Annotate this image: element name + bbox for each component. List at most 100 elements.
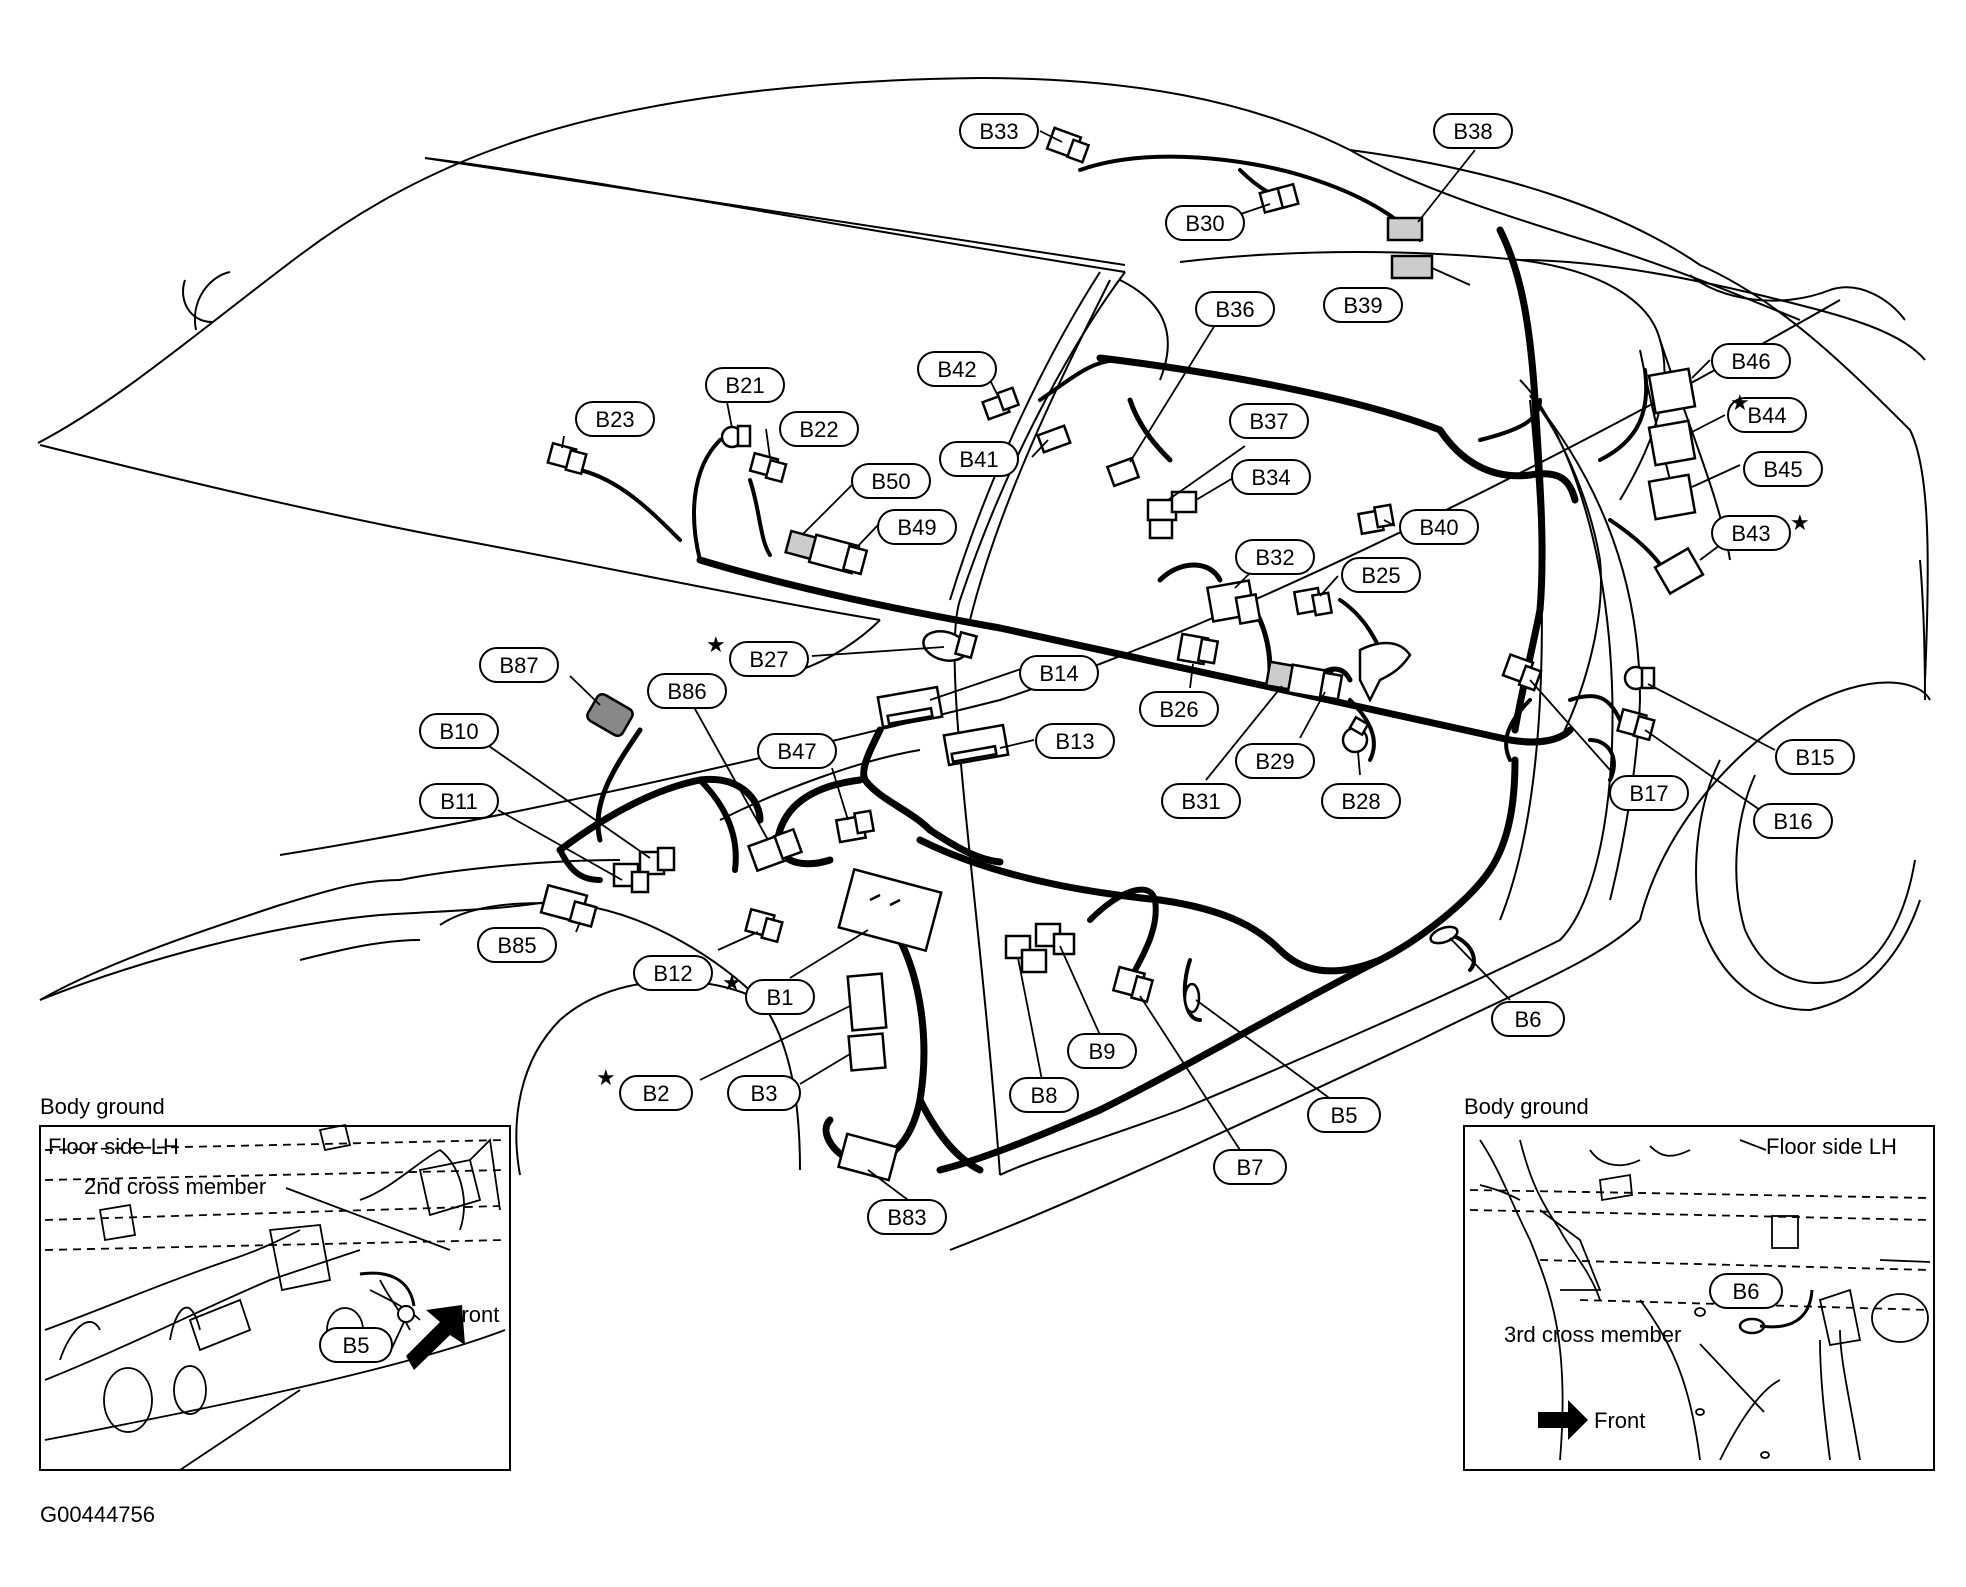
inset-left-front-arrow-icon: [406, 1305, 465, 1370]
figure-id: G00444756: [40, 1502, 155, 1527]
inset-right-ground-label-text: B6: [1733, 1279, 1760, 1304]
label-b86[interactable]: B86: [647, 673, 727, 709]
label-b34[interactable]: B34: [1231, 459, 1311, 495]
connector-b34-body: [1170, 490, 1198, 514]
label-b46-text: B46: [1731, 349, 1770, 374]
label-b32[interactable]: B32: [1235, 539, 1315, 575]
label-b30[interactable]: B30: [1165, 205, 1245, 241]
label-b6-text: B6: [1515, 1007, 1542, 1032]
label-b15[interactable]: B15: [1775, 739, 1855, 775]
label-b85[interactable]: B85: [477, 927, 557, 963]
label-b6[interactable]: B6: [1491, 1001, 1565, 1037]
label-b27[interactable]: B27: [729, 641, 809, 677]
label-b49-text: B49: [897, 515, 936, 540]
label-b83[interactable]: B83: [867, 1199, 947, 1235]
label-b44-text: B44: [1747, 403, 1786, 428]
inset-left: Body ground: [39, 1094, 511, 1471]
connector-b11-cap: [630, 870, 650, 894]
label-b29-text: B29: [1255, 749, 1294, 774]
label-b28[interactable]: B28: [1321, 783, 1401, 819]
label-b8[interactable]: B8: [1009, 1077, 1079, 1113]
label-b87[interactable]: B87: [479, 647, 559, 683]
label-b1[interactable]: B1: [745, 979, 815, 1015]
label-b22[interactable]: B22: [779, 411, 859, 447]
connector-b25-cap: [1310, 591, 1334, 617]
label-b5[interactable]: B5: [1307, 1097, 1381, 1133]
label-b33[interactable]: B33: [959, 113, 1039, 149]
label-b37[interactable]: B37: [1229, 403, 1309, 439]
inset-left-ground-leader: [391, 1321, 405, 1349]
connector-b41-body: [1036, 424, 1072, 454]
label-b31[interactable]: B31: [1161, 783, 1241, 819]
connector-b38-body: [1386, 216, 1424, 242]
label-b37-text: B37: [1249, 409, 1288, 434]
inset-right-wire: [1759, 1289, 1814, 1329]
label-b29[interactable]: B29: [1235, 743, 1315, 779]
label-b41[interactable]: B41: [939, 441, 1019, 477]
label-b30-text: B30: [1185, 211, 1224, 236]
label-b39[interactable]: B39: [1323, 287, 1403, 323]
connector-b45-body: [1647, 473, 1697, 521]
label-b47[interactable]: B47: [757, 733, 837, 769]
label-b25[interactable]: B25: [1341, 557, 1421, 593]
label-b21[interactable]: B21: [705, 367, 785, 403]
star-icon-b2: ★: [596, 1066, 616, 1091]
connector-b5-terminal: [1183, 982, 1201, 1014]
label-b16[interactable]: B16: [1753, 803, 1833, 839]
connector-b49-cap: [841, 544, 869, 576]
inset-right-member-leader: [1699, 1343, 1765, 1413]
label-b26-text: B26: [1159, 697, 1198, 722]
label-b50-text: B50: [871, 469, 910, 494]
connector-b12-cap: [760, 916, 784, 944]
label-b16-text: B16: [1773, 809, 1812, 834]
label-b12[interactable]: B12: [633, 955, 713, 991]
label-b31-text: B31: [1181, 789, 1220, 814]
connector-b7-cap: [1129, 974, 1155, 1004]
label-b10[interactable]: B10: [419, 713, 499, 749]
star-icon-b1: ★: [722, 971, 742, 996]
inset-left-heading: Body ground: [40, 1094, 165, 1119]
label-b43[interactable]: B43: [1711, 515, 1791, 551]
label-b11[interactable]: B11: [419, 783, 499, 819]
connector-b26-cap: [1196, 637, 1220, 665]
label-b2-text: B2: [643, 1081, 670, 1106]
inset-left-ground-bolt-icon: [397, 1305, 415, 1323]
label-b17[interactable]: B17: [1609, 775, 1689, 811]
label-b13[interactable]: B13: [1035, 723, 1115, 759]
label-b1-text: B1: [767, 985, 794, 1010]
connector-b46-body: [1647, 367, 1697, 415]
label-b42[interactable]: B42: [917, 351, 997, 387]
connector-b2-body: [846, 972, 888, 1032]
label-b44[interactable]: B44: [1727, 397, 1807, 433]
inset-left-floor-label: Floor side LH: [48, 1134, 179, 1159]
label-b26[interactable]: B26: [1139, 691, 1219, 727]
label-b38[interactable]: B38: [1433, 113, 1513, 149]
label-b9[interactable]: B9: [1067, 1033, 1137, 1069]
label-b32-text: B32: [1255, 545, 1294, 570]
label-b3[interactable]: B3: [727, 1075, 801, 1111]
inset-left-ground-label[interactable]: B5: [319, 1327, 393, 1363]
connector-b42-cap: [995, 386, 1021, 412]
label-b47-text: B47: [777, 739, 816, 764]
label-b85-text: B85: [497, 933, 536, 958]
label-b40[interactable]: B40: [1399, 509, 1479, 545]
label-b7[interactable]: B7: [1213, 1149, 1287, 1185]
inset-right: Body ground: [1463, 1094, 1935, 1471]
connector-b85-cap: [568, 899, 598, 929]
label-b36[interactable]: B36: [1195, 291, 1275, 327]
connector-b14-pin: [886, 706, 934, 726]
label-b9-text: B9: [1089, 1039, 1116, 1064]
label-b86-text: B86: [667, 679, 706, 704]
label-b27-text: B27: [749, 647, 788, 672]
label-b33-text: B33: [979, 119, 1018, 144]
label-b46[interactable]: B46: [1711, 343, 1791, 379]
label-b14[interactable]: B14: [1019, 655, 1099, 691]
connector-b9-lower: [1052, 932, 1076, 956]
label-b2[interactable]: B2: [619, 1075, 693, 1111]
label-b50[interactable]: B50: [851, 463, 931, 499]
label-b49[interactable]: B49: [877, 509, 957, 545]
inset-right-ground-label[interactable]: B6: [1709, 1273, 1783, 1309]
label-b45[interactable]: B45: [1743, 451, 1823, 487]
label-b23[interactable]: B23: [575, 401, 655, 437]
star-icon-b27: ★: [706, 633, 726, 658]
